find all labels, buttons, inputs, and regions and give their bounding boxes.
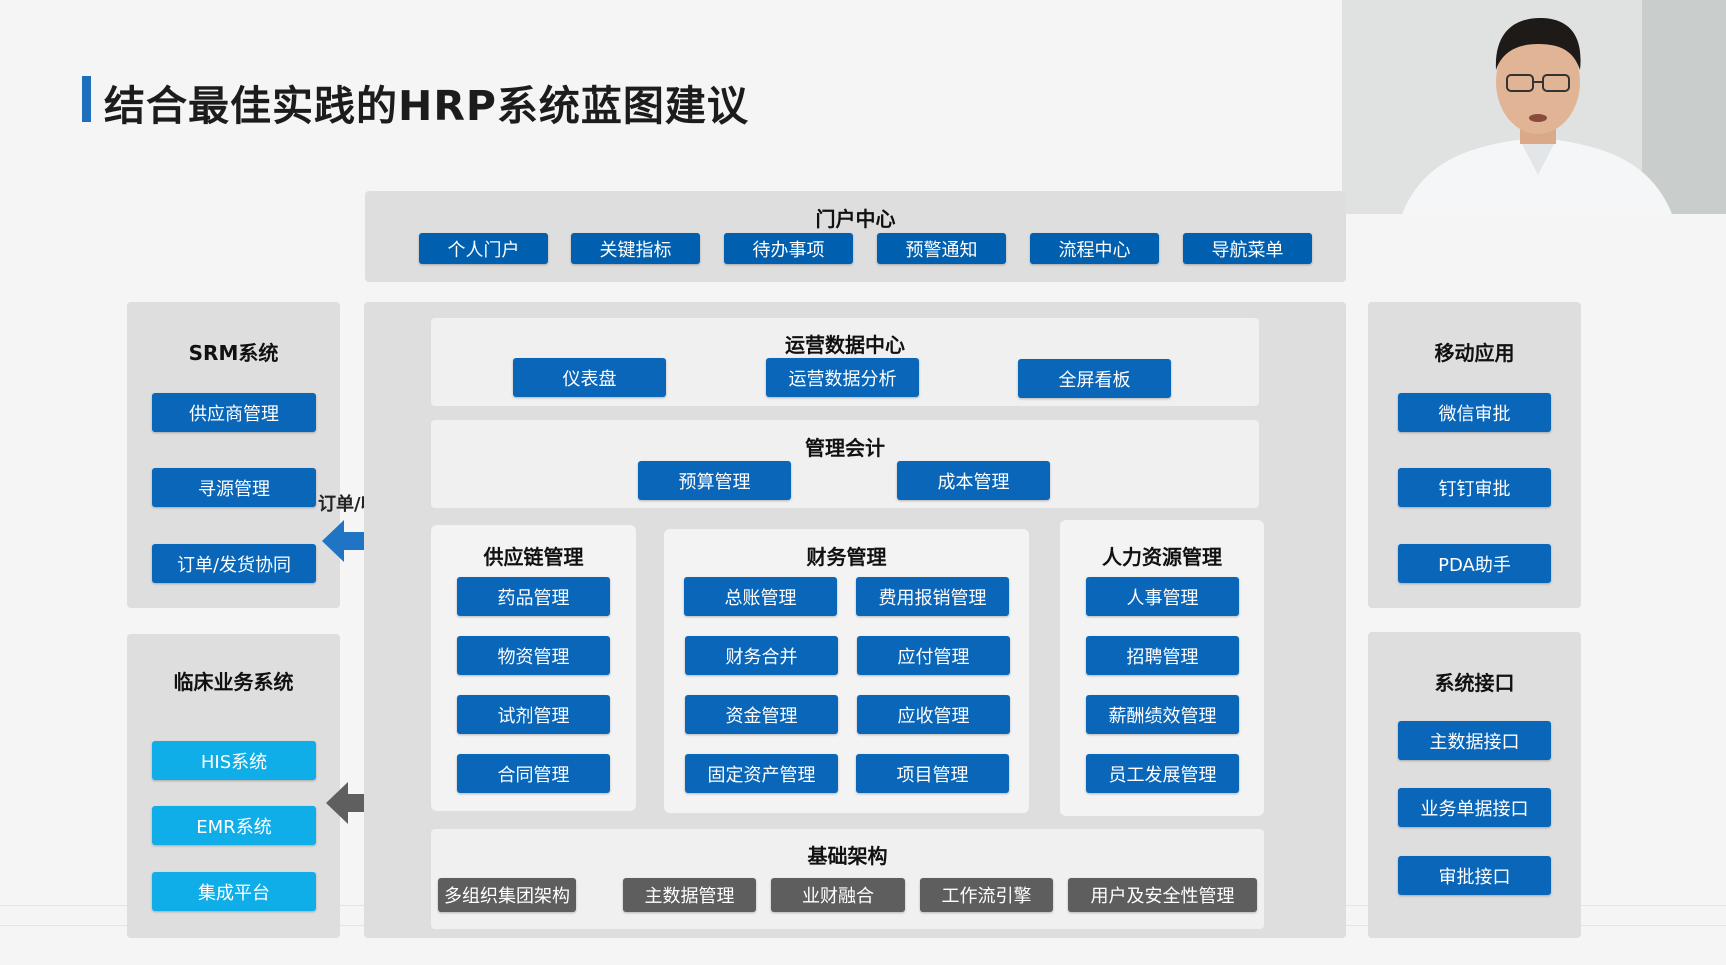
mobile-title: 移动应用	[1434, 341, 1515, 365]
ops-item-analysis[interactable]: 运营数据分析	[766, 358, 919, 397]
interface-item-business-docs[interactable]: 业务单据接口	[1398, 788, 1551, 827]
srm-title: SRM系统	[188, 341, 279, 365]
clinical-title: 临床业务系统	[173, 670, 294, 694]
portal-item-key-metrics[interactable]: 关键指标	[571, 233, 700, 264]
finance-item-expense[interactable]: 费用报销管理	[856, 577, 1009, 616]
portal-center-panel: 门户中心 个人门户 关键指标 待办事项 预警通知 流程中心 导航菜单	[365, 191, 1346, 282]
title-accent-bar	[82, 76, 91, 122]
mgmt-accounting-panel: 管理会计 预算管理 成本管理	[431, 420, 1259, 508]
presenter-webcam	[1342, 0, 1726, 214]
finance-item-payables[interactable]: 应付管理	[857, 636, 1010, 675]
portal-item-todo[interactable]: 待办事项	[724, 233, 853, 264]
portal-item-personal[interactable]: 个人门户	[419, 233, 548, 264]
portal-item-alerts[interactable]: 预警通知	[877, 233, 1006, 264]
supply-chain-title: 供应链管理	[483, 545, 584, 569]
mobile-item-wechat[interactable]: 微信审批	[1398, 393, 1551, 432]
mgmt-item-budget[interactable]: 预算管理	[638, 461, 791, 500]
hr-item-compensation[interactable]: 薪酬绩效管理	[1086, 695, 1239, 734]
srm-item-sourcing[interactable]: 寻源管理	[152, 468, 316, 507]
infra-item-multi-org[interactable]: 多组织集团架构	[438, 878, 576, 912]
supply-item-materials[interactable]: 物资管理	[457, 636, 610, 675]
finance-item-consolidation[interactable]: 财务合并	[685, 636, 838, 675]
infrastructure-panel: 基础架构 多组织集团架构 主数据管理 业财融合 工作流引擎 用户及安全性管理	[431, 829, 1264, 929]
supply-chain-panel: 供应链管理 药品管理 物资管理 试剂管理 合同管理	[431, 525, 636, 811]
clinical-item-his[interactable]: HIS系统	[152, 741, 316, 780]
infrastructure-title: 基础架构	[807, 844, 888, 868]
hr-item-personnel[interactable]: 人事管理	[1086, 577, 1239, 616]
portal-center-title: 门户中心	[815, 207, 896, 231]
portal-item-workflow[interactable]: 流程中心	[1030, 233, 1159, 264]
finance-panel: 财务管理 总账管理 费用报销管理 财务合并 应付管理 资金管理 应收管理 固定资…	[664, 529, 1029, 813]
core-hrp-panel: 运营数据中心 仪表盘 运营数据分析 全屏看板 管理会计 预算管理 成本管理 供应…	[364, 302, 1346, 938]
supply-item-drugs[interactable]: 药品管理	[457, 577, 610, 616]
ops-item-fullscreen-board[interactable]: 全屏看板	[1018, 359, 1171, 398]
srm-item-order-delivery[interactable]: 订单/发货协同	[152, 544, 316, 583]
srm-panel: SRM系统 供应商管理 寻源管理 订单/发货协同	[127, 302, 340, 608]
infra-item-master-data[interactable]: 主数据管理	[623, 878, 756, 912]
mgmt-accounting-title: 管理会计	[805, 436, 885, 460]
page-title: 结合最佳实践的HRP系统蓝图建议	[104, 82, 749, 130]
supply-item-contracts[interactable]: 合同管理	[457, 754, 610, 793]
hr-panel: 人力资源管理 人事管理 招聘管理 薪酬绩效管理 员工发展管理	[1060, 520, 1264, 816]
finance-item-ledger[interactable]: 总账管理	[684, 577, 837, 616]
hr-item-development[interactable]: 员工发展管理	[1086, 754, 1239, 793]
finance-item-receivables[interactable]: 应收管理	[857, 695, 1010, 734]
presenter-image	[1342, 0, 1726, 214]
ops-item-dashboard[interactable]: 仪表盘	[513, 358, 666, 397]
interfaces-panel: 系统接口 主数据接口 业务单据接口 审批接口	[1368, 632, 1581, 938]
mobile-item-dingtalk[interactable]: 钉钉审批	[1398, 468, 1551, 507]
srm-item-supplier[interactable]: 供应商管理	[152, 393, 316, 432]
ops-data-panel: 运营数据中心 仪表盘 运营数据分析 全屏看板	[431, 318, 1259, 406]
mgmt-item-cost[interactable]: 成本管理	[897, 461, 1050, 500]
infra-item-biz-finance[interactable]: 业财融合	[771, 878, 905, 912]
interfaces-title: 系统接口	[1434, 671, 1515, 695]
finance-title: 财务管理	[806, 545, 887, 569]
supply-item-reagents[interactable]: 试剂管理	[457, 695, 610, 734]
interface-item-master-data[interactable]: 主数据接口	[1398, 721, 1551, 760]
portal-item-nav-menu[interactable]: 导航菜单	[1183, 233, 1312, 264]
clinical-item-integration[interactable]: 集成平台	[152, 872, 316, 911]
clinical-panel: 临床业务系统 HIS系统 EMR系统 集成平台	[127, 634, 340, 938]
finance-item-treasury[interactable]: 资金管理	[685, 695, 838, 734]
infra-item-user-security[interactable]: 用户及安全性管理	[1068, 878, 1257, 912]
clinical-item-emr[interactable]: EMR系统	[152, 806, 316, 845]
hr-item-recruitment[interactable]: 招聘管理	[1086, 636, 1239, 675]
interface-item-approval[interactable]: 审批接口	[1398, 856, 1551, 895]
infra-item-workflow-engine[interactable]: 工作流引擎	[920, 878, 1053, 912]
ops-data-title: 运营数据中心	[785, 333, 905, 357]
mobile-panel: 移动应用 微信审批 钉钉审批 PDA助手	[1368, 302, 1581, 608]
finance-item-projects[interactable]: 项目管理	[856, 754, 1009, 793]
mobile-item-pda[interactable]: PDA助手	[1398, 544, 1551, 583]
hr-title: 人力资源管理	[1102, 545, 1222, 569]
finance-item-fixed-assets[interactable]: 固定资产管理	[685, 754, 838, 793]
